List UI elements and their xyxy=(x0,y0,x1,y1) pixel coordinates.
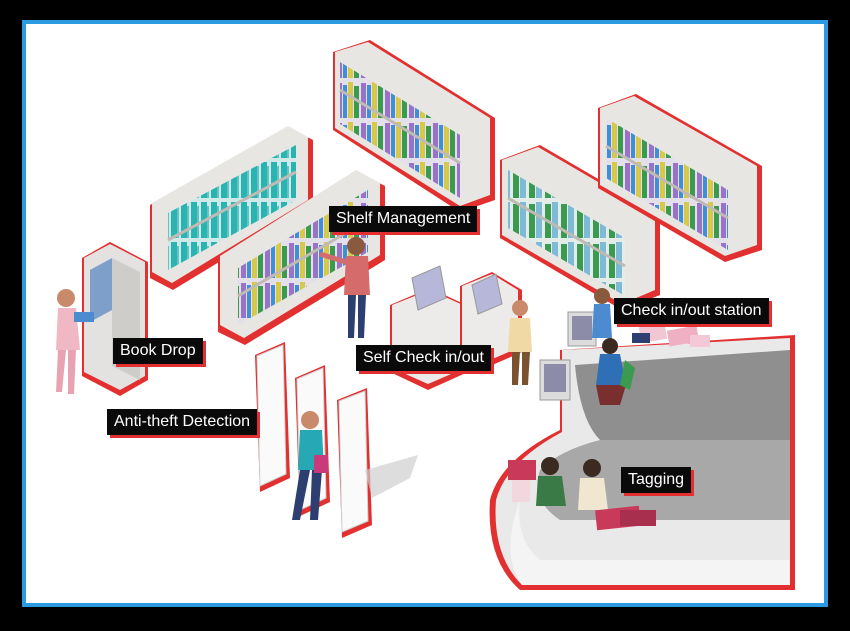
person-book-drop xyxy=(56,289,94,394)
bookshelf-left-back xyxy=(150,126,313,290)
self-check-kiosks xyxy=(390,265,522,390)
person-self-check xyxy=(508,300,532,385)
label-self-check: Self Check in/out xyxy=(356,345,491,371)
bookshelf-center xyxy=(333,40,495,212)
person-shelf-management xyxy=(319,237,370,338)
label-anti-theft: Anti-theft Detection xyxy=(107,409,258,435)
bookshelf-right-back xyxy=(598,94,762,262)
person-anti-theft xyxy=(292,411,328,520)
bookshelf-right-middle xyxy=(500,145,660,310)
label-check-station: Check in/out station xyxy=(614,298,769,324)
check-station-equipment xyxy=(539,288,710,405)
label-book-drop: Book Drop xyxy=(113,338,203,364)
tagging-staff xyxy=(508,457,656,531)
label-tagging: Tagging xyxy=(621,467,692,493)
label-shelf-management: Shelf Management xyxy=(329,206,478,232)
